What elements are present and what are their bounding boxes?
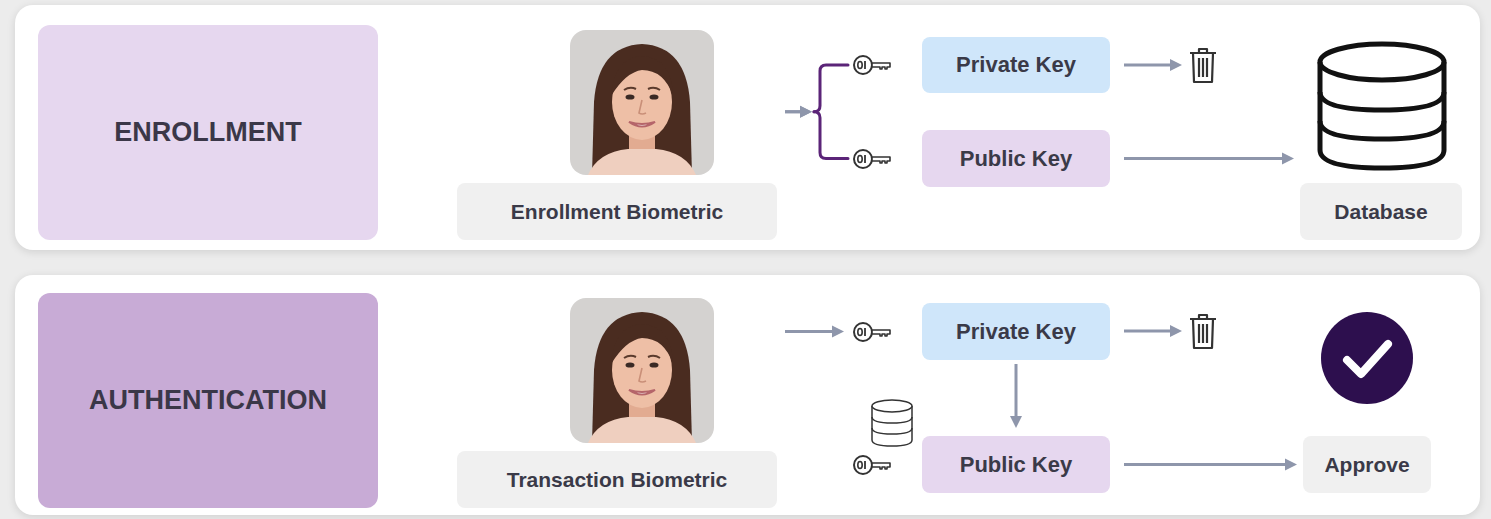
connector: [785, 326, 844, 338]
key-icon: [852, 453, 892, 477]
node-label: Enrollment Biometric: [457, 183, 777, 240]
node-label: AUTHENTICATION: [79, 385, 337, 416]
connector-line: [785, 110, 802, 113]
arrow-head: [800, 106, 812, 118]
discard-arrow: [1124, 59, 1182, 71]
connector-line: [1124, 463, 1287, 466]
stage-box: AUTHENTICATION: [38, 293, 378, 508]
stage-box: ENROLLMENT: [38, 25, 378, 240]
discard-arrow: [1124, 325, 1182, 337]
connector-line: [1124, 157, 1284, 160]
connector: [1010, 364, 1022, 428]
database-icon: [1320, 44, 1444, 168]
key-box: Private Key: [850, 37, 1110, 93]
label-box: Transaction Biometric: [457, 297, 777, 508]
arrow-head: [1010, 416, 1022, 428]
connector: [785, 65, 848, 118]
connector: [1124, 153, 1294, 165]
label-box: Database: [1300, 30, 1462, 240]
key-icon: [852, 320, 892, 344]
node-label: Public Key: [922, 436, 1110, 493]
split-bracket: [814, 112, 848, 159]
approve-check: [1321, 312, 1413, 404]
key-icon: [852, 53, 892, 77]
key-box: Public Key: [850, 130, 1110, 187]
label-box: Enrollment Biometric: [457, 30, 777, 240]
connector-line: [785, 330, 834, 333]
split-bracket: [814, 65, 848, 112]
face-photo: [570, 30, 714, 175]
node-label: ENROLLMENT: [104, 117, 311, 148]
arrow-head: [800, 106, 812, 118]
key-box: Public Key: [850, 436, 1110, 493]
node-label: Approve: [1303, 436, 1431, 493]
trash-icon: [1190, 315, 1216, 348]
arrow-head: [1285, 459, 1297, 471]
key-icon: [852, 147, 892, 171]
connector-line: [1015, 364, 1018, 418]
node-label: Private Key: [922, 37, 1110, 93]
arrow-head: [1282, 153, 1294, 165]
face-photo: [570, 298, 714, 443]
arrow-head: [832, 326, 844, 338]
node-label: Private Key: [922, 303, 1110, 360]
connector: [1124, 459, 1297, 471]
node-label: Database: [1300, 183, 1462, 240]
small-database-icon: [872, 400, 912, 446]
node-label: Transaction Biometric: [457, 451, 777, 508]
trash-icon: [1190, 49, 1216, 82]
node-label: Public Key: [922, 130, 1110, 187]
connector: [785, 106, 848, 159]
connector-line: [785, 110, 802, 113]
key-box: Private Key: [850, 303, 1110, 360]
label-box: Approve: [1303, 300, 1431, 493]
